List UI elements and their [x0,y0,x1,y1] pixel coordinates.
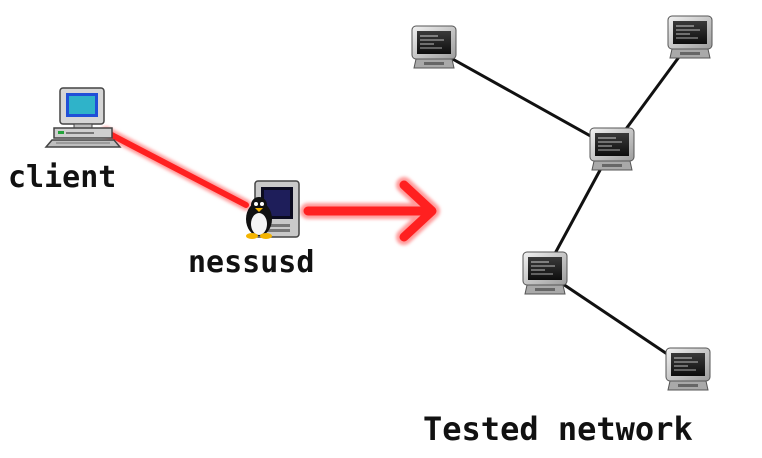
nessusd-label: nessusd [188,245,315,280]
desktop-computer-icon [44,87,122,148]
arrow-right-icon [300,177,440,245]
server-terminal-icon [411,25,457,69]
client-label: client [8,160,117,195]
network-links [439,41,692,370]
tested-network-label: Tested network [423,410,693,448]
client-nessusd-link [100,126,252,211]
tux-penguin-icon [246,197,272,239]
linux-server-icon [246,180,300,239]
wire-node1-hub [439,50,613,150]
wire-node4-node5 [544,270,689,370]
server-terminal-icon [667,15,713,59]
server-terminal-icon [522,251,568,295]
server-terminal-icon [665,347,711,391]
server-terminal-icon [589,127,635,171]
